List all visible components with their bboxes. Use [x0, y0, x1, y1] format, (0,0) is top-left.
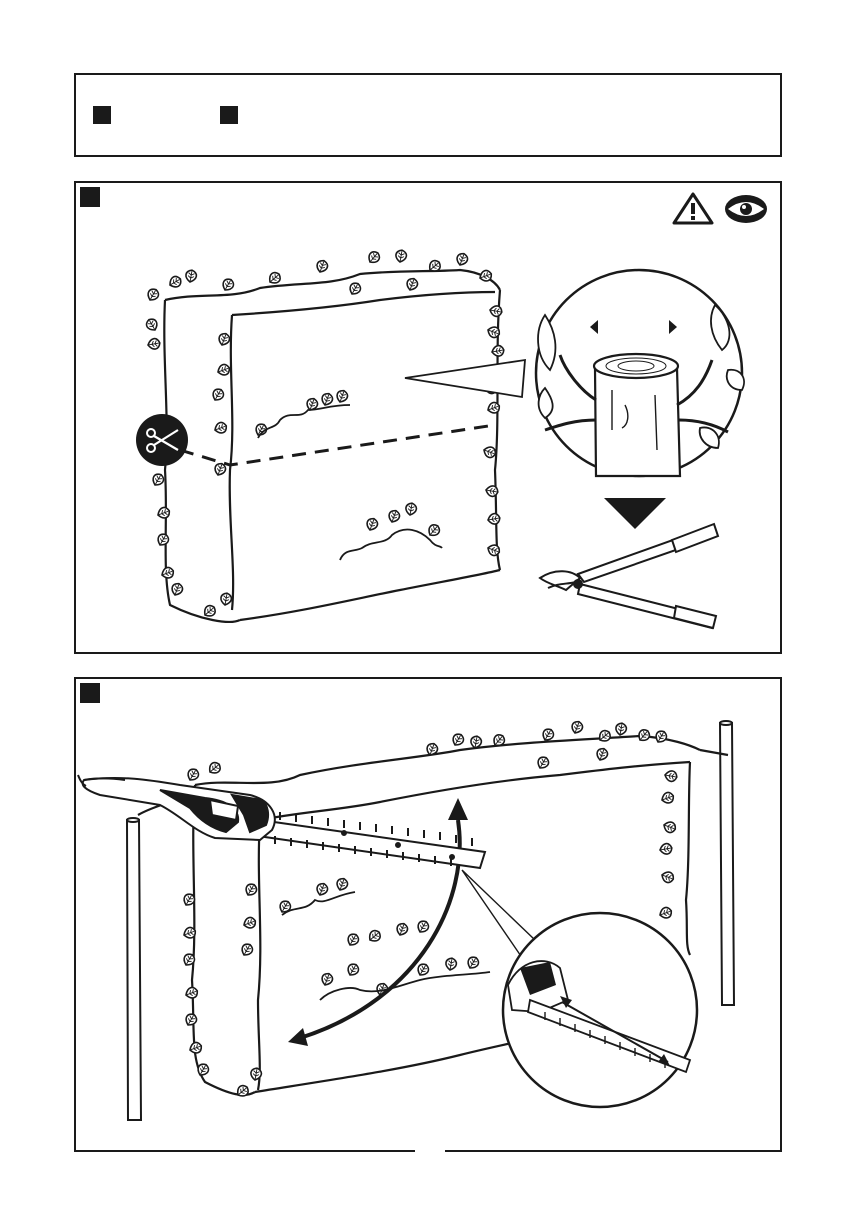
hedge-vine-3: [282, 892, 355, 915]
page-number-gap: [415, 1140, 445, 1156]
magnified-blade-detail: [503, 913, 697, 1107]
